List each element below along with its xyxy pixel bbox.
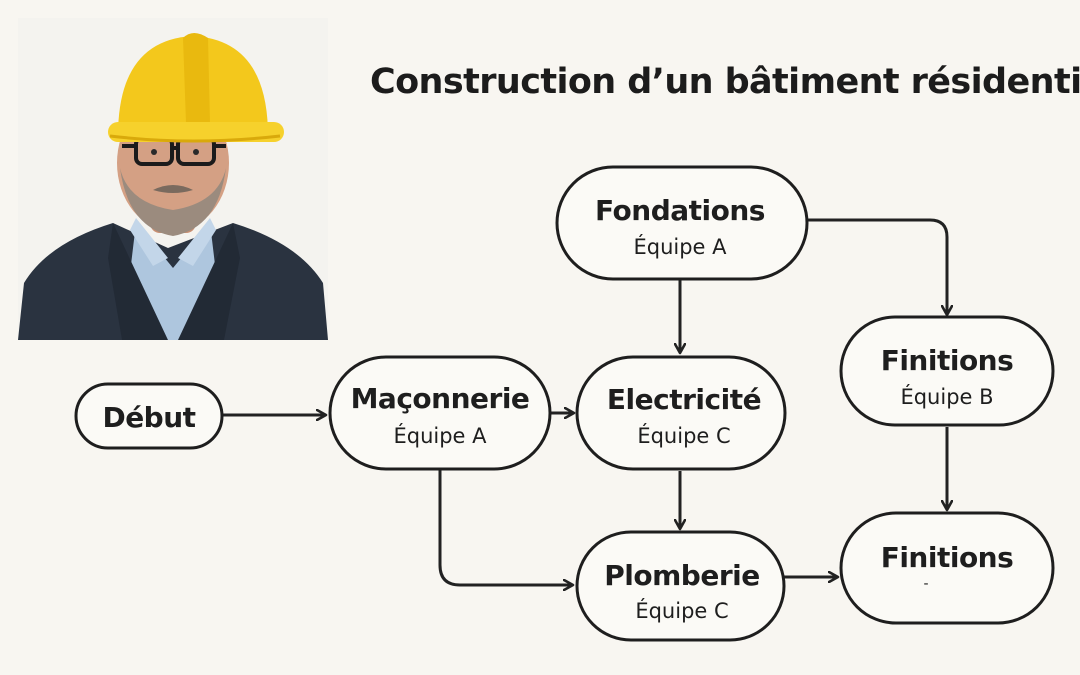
edge-maconnerie-plomberie <box>438 470 573 585</box>
node-plomberie-title: Plomberie <box>604 559 759 592</box>
node-finitions-end: Finitions - <box>839 511 1055 625</box>
node-finitions-end-title: Finitions <box>881 541 1014 574</box>
node-debut: Début <box>74 382 224 450</box>
edge-fondations-finitions-b <box>806 218 947 315</box>
edges <box>222 218 947 585</box>
node-electricite-team: Équipe C <box>637 423 730 448</box>
diagram-title: Construction d’un bâtiment résidentiel <box>370 62 1080 102</box>
node-finitions-b-team: Équipe B <box>900 384 993 409</box>
node-finitions-end-team: - <box>923 576 928 592</box>
engineer-photo <box>18 18 328 340</box>
node-plomberie-team: Équipe C <box>635 598 728 623</box>
node-fondations-team: Équipe A <box>633 234 727 259</box>
node-electricite: Electricité Équipe C <box>575 355 787 471</box>
node-maconnerie-title: Maçonnerie <box>351 382 530 415</box>
node-maconnerie: Maçonnerie Équipe A <box>328 355 552 471</box>
node-debut-title: Début <box>102 401 195 434</box>
node-maconnerie-team: Équipe A <box>393 423 487 448</box>
node-finitions-b-title: Finitions <box>881 344 1014 377</box>
node-electricite-title: Electricité <box>607 383 761 416</box>
node-plomberie: Plomberie Équipe C <box>575 530 786 642</box>
node-fondations: Fondations Équipe A <box>555 165 809 281</box>
node-fondations-title: Fondations <box>595 194 765 227</box>
node-finitions-b: Finitions Équipe B <box>839 315 1055 427</box>
